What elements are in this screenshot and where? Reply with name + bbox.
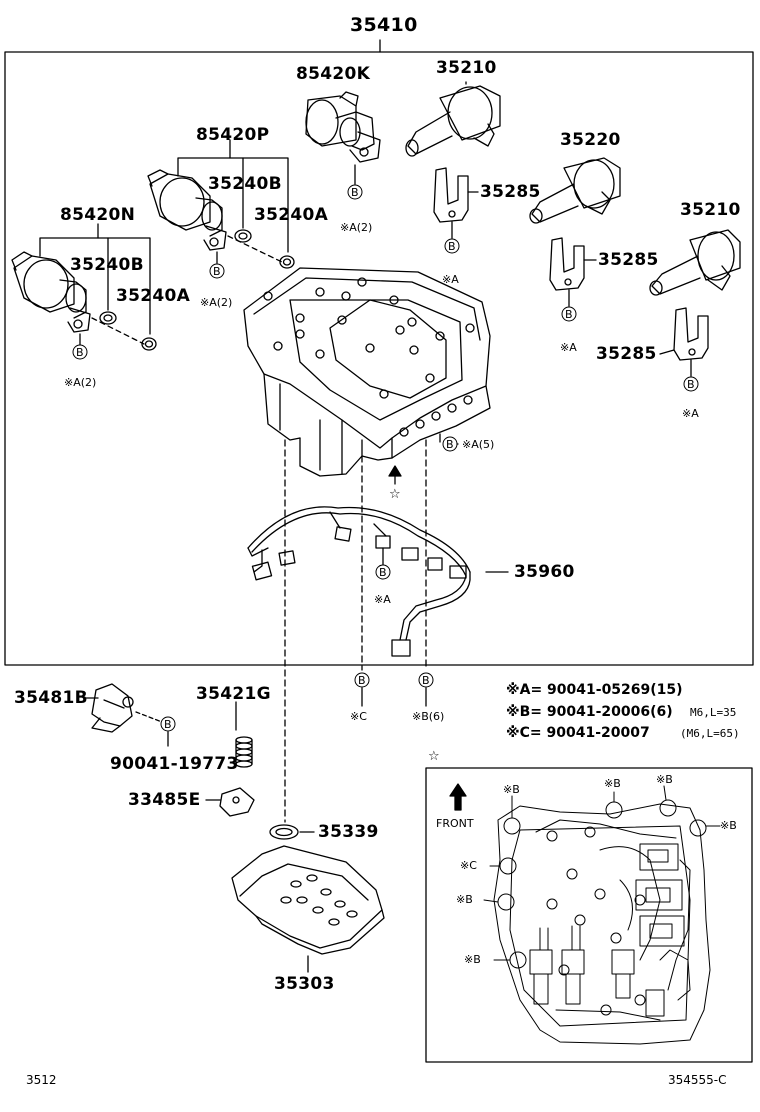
- bracket-35285-3: [659, 307, 709, 377]
- inset-front-label: FRONT: [436, 817, 474, 830]
- note-35285-2: ※A: [560, 341, 577, 354]
- note-body: ※A(5): [462, 438, 495, 451]
- bolt-b-body: B: [446, 438, 454, 451]
- inset-valve-body: [493, 799, 711, 1045]
- bolt-b-35285-3: B: [687, 378, 695, 391]
- footer-figure-id: 354555-C: [668, 1073, 727, 1087]
- gasket-35339: [269, 824, 299, 840]
- solenoid-35220: [529, 157, 621, 224]
- inset-frame: [425, 767, 753, 1063]
- label-35285-1: 35285: [480, 182, 541, 202]
- inset-b-2: ※B: [604, 777, 621, 790]
- label-35240B-2: 35240B: [70, 255, 144, 275]
- label-85420N: 85420N: [60, 205, 136, 225]
- bolt-b-35285-1: B: [448, 240, 456, 253]
- bolt-b-35285-2: B: [565, 308, 573, 321]
- inset-b-5: ※B: [456, 893, 473, 906]
- solenoid-35210-right: [649, 229, 741, 296]
- bolt-b-clamp: B: [164, 718, 172, 731]
- valve-body: [243, 267, 491, 477]
- note-85420N: ※A(2): [64, 376, 97, 389]
- bolt-b-b6: B: [422, 674, 430, 687]
- label-90041-19773: 90041-19773: [110, 754, 239, 774]
- strainer-35303: [231, 845, 385, 973]
- plate-33485E: [205, 787, 255, 817]
- bolt-b-35960: B: [379, 566, 387, 579]
- front-arrow-icon: [449, 783, 467, 811]
- label-35481B: 35481B: [14, 688, 88, 708]
- solenoid-35210-top: [405, 81, 501, 157]
- label-35339: 35339: [318, 822, 379, 842]
- label-35960: 35960: [514, 562, 575, 582]
- label-35210-right: 35210: [680, 200, 741, 220]
- note-35285-3: ※A: [682, 407, 699, 420]
- legend-b: ※B= 90041-20006(6): [506, 704, 673, 720]
- bolt-b-c: B: [358, 674, 366, 687]
- inset-b-3: ※B: [656, 773, 673, 786]
- bolt-b-85420N: B: [76, 346, 84, 359]
- bracket-35285-1: [433, 167, 479, 239]
- legend-c-spec: (M6,L=65): [680, 727, 740, 740]
- label-35240A-2: 35240A: [116, 286, 191, 306]
- footer-page-number: 3512: [26, 1073, 57, 1087]
- solenoid-85420N: [11, 223, 157, 351]
- legend-c: ※C= 90041-20007: [506, 725, 650, 741]
- bolt-b-85420K: B: [351, 186, 359, 199]
- note-35285-1: ※A: [442, 273, 459, 286]
- inset-c-1: ※C: [460, 859, 477, 872]
- note-b6: ※B(6): [412, 710, 445, 723]
- legend-b-spec: M6,L=35: [690, 706, 737, 719]
- legend-a: ※A= 90041-05269(15): [506, 682, 683, 698]
- label-35303: 35303: [274, 974, 335, 994]
- spring-35421G: [235, 701, 253, 768]
- solenoid-85420P: [147, 139, 295, 269]
- label-35421G: 35421G: [196, 684, 271, 704]
- label-35240B-1: 35240B: [208, 174, 282, 194]
- note-85420K: ※A(2): [340, 221, 373, 234]
- inset-star: ☆: [428, 749, 440, 764]
- label-35240A-1: 35240A: [254, 205, 329, 225]
- inset-b-4: ※B: [720, 819, 737, 832]
- inset-b-1: ※B: [503, 783, 520, 796]
- label-35285-3: 35285: [596, 344, 657, 364]
- inset-b-6: ※B: [464, 953, 481, 966]
- label-35285-2: 35285: [598, 250, 659, 270]
- label-85420P: 85420P: [196, 125, 270, 145]
- label-33485E: 33485E: [128, 790, 201, 810]
- bolt-b-85420P: B: [213, 265, 221, 278]
- label-85420K: 85420K: [296, 64, 371, 84]
- bracket-35285-2: [549, 237, 597, 307]
- label-35220: 35220: [560, 130, 621, 150]
- up-arrow-icon: [388, 465, 402, 485]
- note-c: ※C: [350, 710, 367, 723]
- note-35960: ※A: [374, 593, 391, 606]
- solenoid-85420K: [305, 91, 381, 185]
- wire-harness-35960: [247, 506, 509, 657]
- label-35210-top: 35210: [436, 58, 497, 78]
- clamp-35481B: [85, 683, 169, 747]
- assembly-frame: [4, 51, 754, 666]
- star-marker: ☆: [389, 487, 401, 502]
- label-assembly-35410: 35410: [350, 14, 418, 36]
- note-85420P: ※A(2): [200, 296, 233, 309]
